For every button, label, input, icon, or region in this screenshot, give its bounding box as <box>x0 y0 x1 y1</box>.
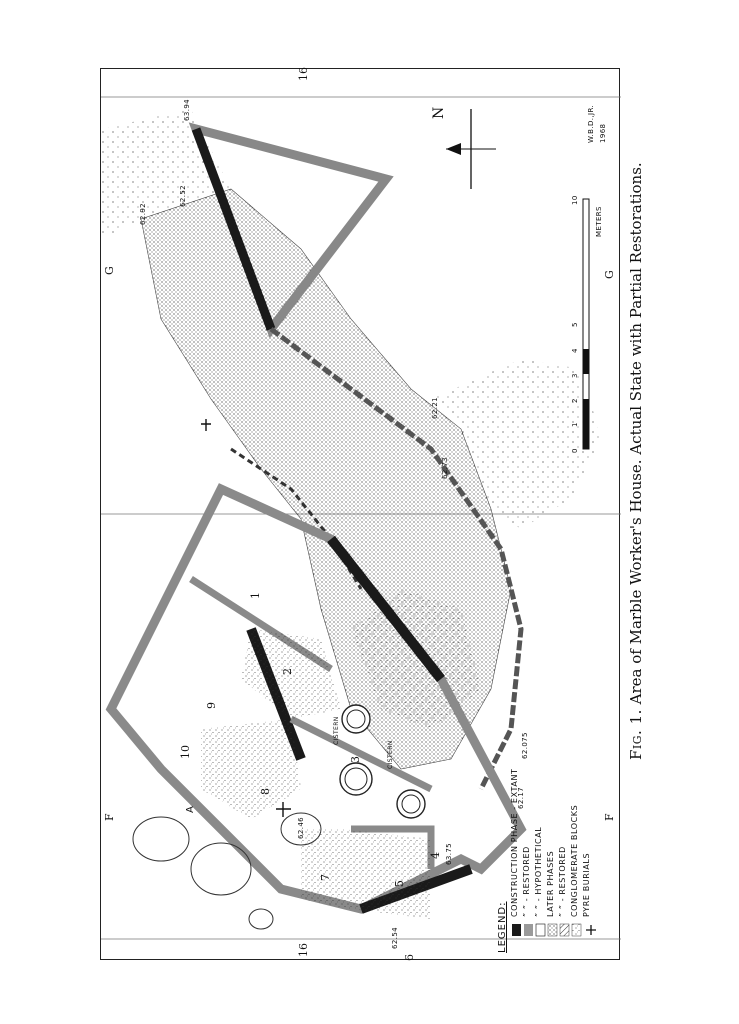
figure-caption-text: Area of Marble Worker's House. Actual St… <box>627 162 645 705</box>
scale-tick-5: 5 <box>571 322 579 327</box>
grid-label-16-bottom: 16 <box>297 943 310 957</box>
cistern-label-2: CISTERN <box>387 740 394 769</box>
north-boundary-wall <box>269 327 524 791</box>
room-number-2: 2 <box>281 668 294 675</box>
legend-swatch-pyre <box>586 925 596 935</box>
house-extant-wall <box>327 535 445 683</box>
elevation-label-5: 62.73 <box>441 456 449 479</box>
north-arrow <box>446 109 496 189</box>
scale-tick-10: 10 <box>571 195 579 205</box>
legend-item-conglomerate: CONGLOMERATE BLOCKS <box>570 804 579 917</box>
room-number-5: 5 <box>393 880 406 887</box>
triangle-extant-wall <box>191 127 276 331</box>
grid-label-f-right: F <box>603 813 616 821</box>
cistern-2 <box>339 762 373 796</box>
cistern-label-1: CISTERN <box>333 716 340 745</box>
cistern-3 <box>396 789 426 819</box>
scale-tick-4: 4 <box>571 348 579 353</box>
legend-swatch-later-restored <box>559 923 570 937</box>
grid-label-f-left: F <box>103 813 116 821</box>
signature-initials: W.B.D.,JR. <box>587 104 595 143</box>
boulder-outline-2 <box>190 842 252 896</box>
scale-tick-0: 0 <box>571 448 579 453</box>
elevation-label-2: 62.52 <box>179 184 187 207</box>
boulder-outline-1 <box>132 816 190 862</box>
elevation-label-4: 62.21 <box>431 396 439 419</box>
elevation-label-1: 63.94 <box>183 98 191 121</box>
legend-item-pyre: PYRE BURIALS <box>582 852 591 917</box>
room-number-9: 9 <box>205 702 218 709</box>
scale-tick-3: 3 <box>571 373 579 378</box>
scale-tick-1: 1 <box>571 422 579 427</box>
signature-year: 1968 <box>599 123 607 143</box>
legend-swatch-conglomerate <box>571 923 582 937</box>
room-number-8: 8 <box>259 788 272 795</box>
site-plan-drawing <box>101 96 621 940</box>
scale-tick-2: 2 <box>571 398 579 403</box>
cistern-1 <box>341 704 371 734</box>
legend-item-later: LATER PHASES <box>546 850 555 917</box>
grid-label-g-left: G <box>103 266 116 275</box>
legend-swatch-later <box>547 923 558 937</box>
grid-label-g-right: G <box>603 270 616 279</box>
room-2-floor <box>241 629 341 719</box>
room-number-3: 3 <box>349 756 362 763</box>
legend-swatch-restored <box>524 924 533 936</box>
room-number-6: 6 <box>403 954 416 961</box>
room-partition-2 <box>289 715 433 793</box>
room-number-4: 4 <box>429 852 442 859</box>
scale-unit: METERS <box>595 206 603 237</box>
legend-title: LEGEND: <box>497 901 508 953</box>
room-5-floor <box>341 829 431 919</box>
room-8-floor <box>201 719 301 819</box>
grid-label-16-top: 16 <box>297 67 310 81</box>
terrain-stipple-northwest <box>431 359 601 529</box>
room-number-10: 10 <box>179 745 192 759</box>
figure-caption: Fig. 1. Area of Marble Worker's House. A… <box>624 0 648 760</box>
room-7-floor <box>301 829 351 909</box>
room-number-1: 1 <box>249 592 262 599</box>
figure-plate: 16 16 G G F F N A W.B.D.,JR. 1968 0 1 2 … <box>100 67 621 961</box>
legend-item-later-restored: ” ” - RESTORED <box>558 846 567 917</box>
legend-item-hypothetical: ” ” - HYPOTHETICAL <box>534 826 543 917</box>
pyre-burial-cross-2 <box>276 802 291 817</box>
pyre-burial-cross-1 <box>201 419 211 431</box>
elevation-label-9: 62.46 <box>297 816 305 839</box>
legend-item-restored: ” ” - RESTORED <box>522 846 531 917</box>
figure-number: Fig. 1. <box>627 709 645 760</box>
legend-swatch-extant <box>512 924 521 936</box>
legend-swatch-hypothetical <box>535 923 546 937</box>
boulder-outline-3 <box>280 812 322 846</box>
boulder-outline-4 <box>248 908 274 930</box>
elevation-label-6: 62.075 <box>521 732 529 759</box>
elevation-label-8: 63.75 <box>445 842 453 865</box>
legend-item-extant: CONSTRUCTION PHASE - EXTANT <box>510 768 519 917</box>
room-number-7: 7 <box>319 874 332 881</box>
north-label: N <box>431 106 447 119</box>
section-label-a: A <box>185 805 196 813</box>
scale-bar <box>582 198 590 450</box>
elevation-label-10: 62.54 <box>391 926 399 949</box>
elevation-label-3: 62.92 <box>139 202 147 225</box>
